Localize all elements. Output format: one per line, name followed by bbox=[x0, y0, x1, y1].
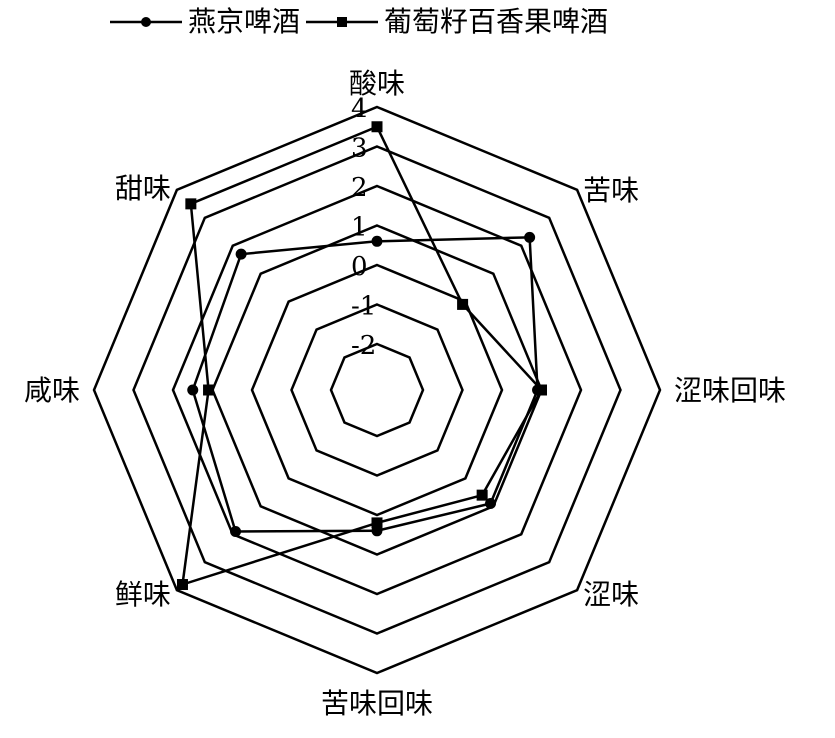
series-2-point-4 bbox=[371, 517, 383, 529]
series-1-point-3 bbox=[485, 498, 497, 510]
legend-label-series-2: 葡萄籽百香果啤酒 bbox=[384, 5, 609, 38]
tick-label-6: 4 bbox=[351, 94, 368, 124]
category-label-4: 苦味回味 bbox=[321, 687, 433, 720]
legend-item-series-1: 燕京啤酒 bbox=[110, 2, 300, 42]
tick-label-2: 0 bbox=[351, 252, 368, 282]
legend-item-series-2: 葡萄籽百香果啤酒 bbox=[306, 2, 608, 42]
series-2-point-5 bbox=[176, 579, 188, 591]
category-label-3: 涩味 bbox=[583, 578, 639, 611]
legend: 燕京啤酒 葡萄籽百香果啤酒 bbox=[110, 2, 614, 42]
series-2-point-7 bbox=[185, 198, 197, 210]
tick-label-3: 1 bbox=[351, 213, 368, 243]
series-2-point-3 bbox=[476, 489, 488, 501]
series-2-point-6 bbox=[203, 384, 215, 396]
grid-ring-0 bbox=[329, 342, 425, 438]
series-1-point-0 bbox=[371, 235, 383, 247]
grid-ring-4 bbox=[171, 184, 583, 596]
grid-ring-5 bbox=[132, 145, 622, 635]
series-1-point-6 bbox=[187, 384, 199, 396]
category-label-5: 鲜味 bbox=[115, 578, 171, 611]
legend-swatch-circle-marker bbox=[110, 17, 182, 27]
series-2-point-2 bbox=[536, 384, 547, 396]
category-label-2: 涩味回味 bbox=[674, 374, 786, 407]
series-1-point-7 bbox=[235, 248, 247, 260]
tick-label-4: 2 bbox=[351, 173, 368, 203]
category-label-1: 苦味 bbox=[583, 174, 639, 207]
category-label-7: 甜味 bbox=[115, 172, 171, 205]
series-2-point-1 bbox=[457, 298, 469, 310]
category-label-6: 咸味 bbox=[24, 374, 80, 407]
tick-label-1: -1 bbox=[351, 292, 376, 322]
series-1-point-5 bbox=[230, 525, 242, 537]
tick-label-5: 3 bbox=[351, 134, 368, 164]
series-1-point-1 bbox=[524, 231, 536, 243]
legend-label-series-1: 燕京啤酒 bbox=[188, 5, 301, 38]
grid-ring-2 bbox=[250, 263, 504, 517]
tick-label-0: -2 bbox=[351, 331, 376, 361]
grid-ring-1 bbox=[290, 303, 464, 477]
category-label-0: 酸味 bbox=[349, 67, 405, 100]
grid-ring-6 bbox=[92, 105, 662, 675]
series-2-point-0 bbox=[371, 121, 383, 133]
grid-ring-3 bbox=[211, 224, 543, 556]
legend-swatch-square-marker bbox=[306, 17, 379, 27]
